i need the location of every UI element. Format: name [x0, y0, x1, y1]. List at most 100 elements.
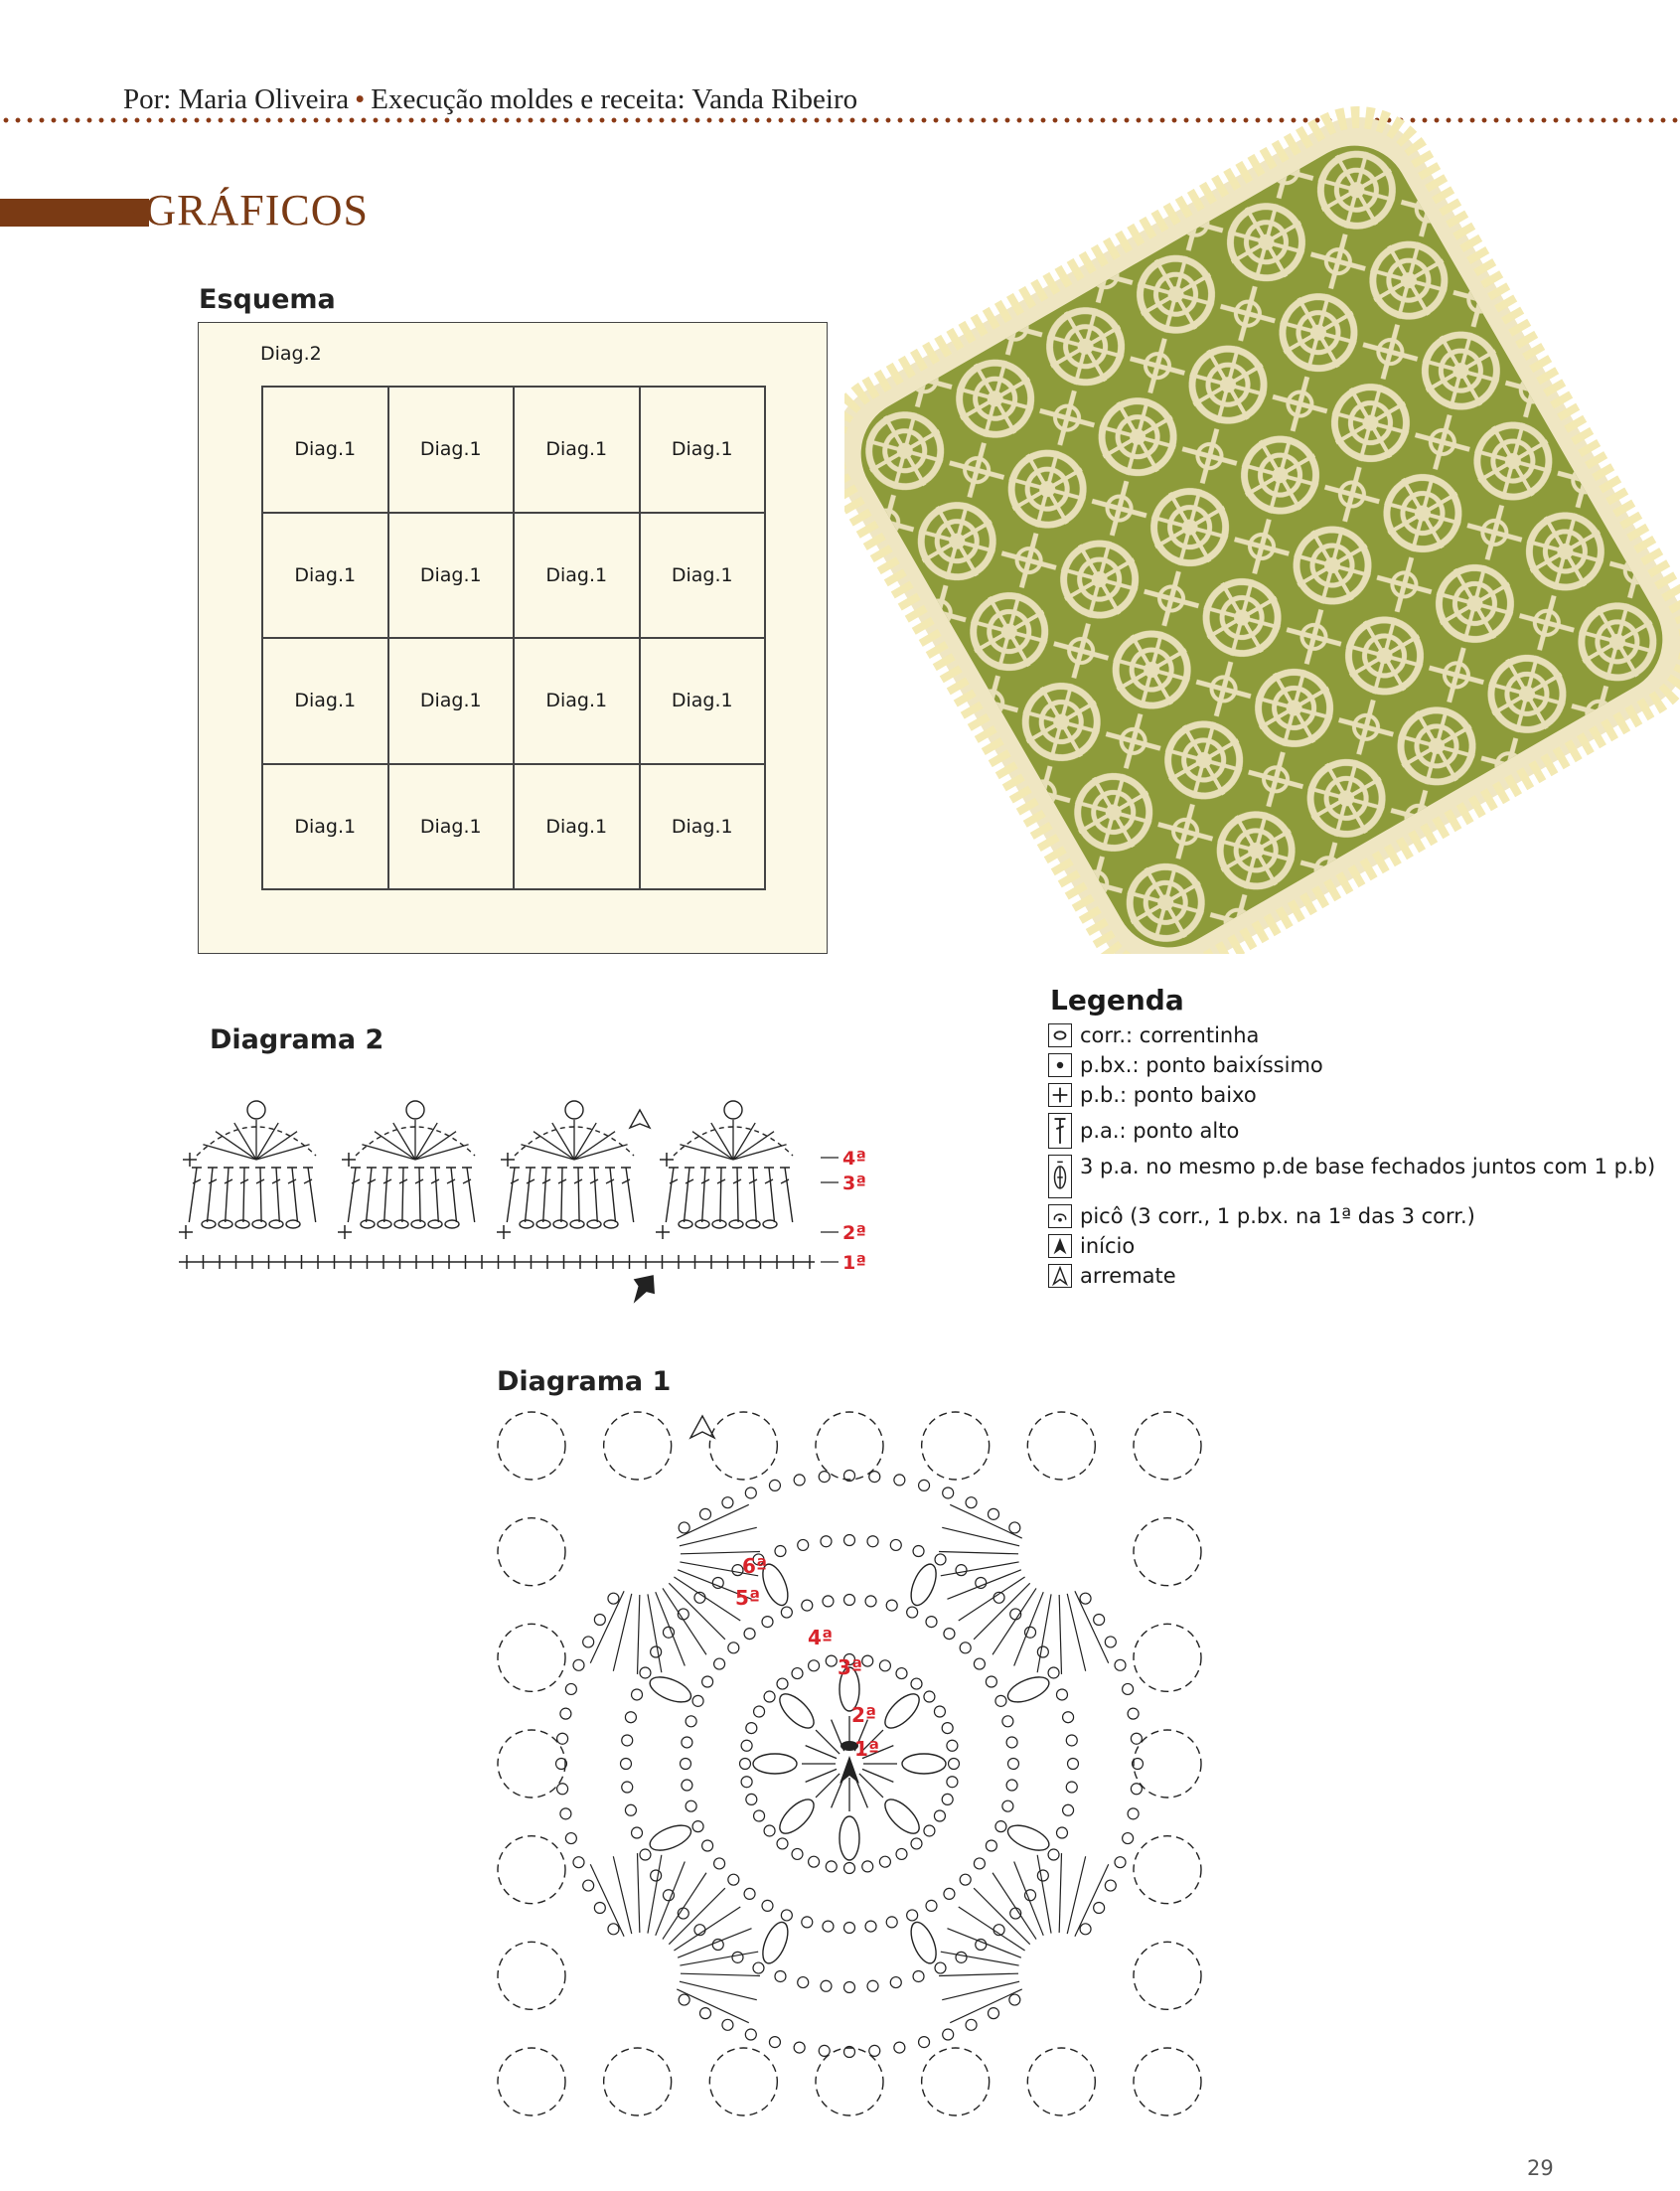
chain-stitch: [820, 1535, 833, 1548]
chain-stitch: [906, 1909, 919, 1922]
chain-stitch: [866, 1535, 879, 1548]
chain-stitch: [1055, 1826, 1069, 1839]
double-crochet-stitch: [365, 1167, 377, 1223]
single-crochet-stitch: [656, 1225, 670, 1239]
legend-text: início: [1080, 1234, 1136, 1258]
diagram1-title: Diagrama 1: [497, 1366, 672, 1397]
row-label: 4ª: [842, 1148, 866, 1170]
chain-stitch: [268, 1219, 284, 1229]
chain-stitch: [743, 1627, 756, 1641]
cluster-stitch: [752, 1753, 798, 1775]
chain-stitch: [552, 1219, 568, 1229]
chain-stitch: [234, 1219, 250, 1229]
legend-text: arremate: [1080, 1264, 1176, 1288]
cluster-stitch: [779, 1799, 815, 1834]
fan-stitch: [255, 1122, 279, 1161]
chain-loop: [1133, 1516, 1202, 1587]
cluster-stitch: [649, 1824, 692, 1851]
chain-stitch: [985, 1675, 997, 1688]
scheme-cell: Diag.1: [514, 512, 640, 638]
picot-stitch: [723, 1100, 743, 1120]
chain-stitch: [564, 1831, 577, 1845]
double-crochet-stitch: [764, 1167, 776, 1223]
center-ring: [840, 1741, 858, 1751]
chain-stitch: [712, 1857, 726, 1870]
chain-stitch: [780, 1909, 793, 1922]
chain-stitch: [556, 1783, 569, 1796]
chain-stitch: [934, 1961, 947, 1974]
chain-stitch: [712, 1657, 726, 1670]
section-title: ɷGRÁFICOS: [117, 185, 369, 235]
chain-loop: [920, 1411, 991, 1481]
single-crochet-stitch: [338, 1225, 352, 1239]
chain-stitch: [818, 2044, 831, 2057]
double-crochet-stitch: [430, 1167, 440, 1223]
start-arrow-icon: [1048, 1234, 1072, 1258]
cluster-stitch: [839, 1666, 860, 1712]
chain-stitch: [797, 1538, 810, 1552]
chain-stitch: [1093, 1901, 1106, 1915]
chain-stitch: [727, 1642, 740, 1654]
chain-loop: [497, 1411, 566, 1481]
double-crochet-stitch: [1058, 1853, 1063, 1934]
chain-stitch: [943, 1887, 956, 1901]
chain-loop: [1133, 1623, 1202, 1693]
chain-stitch: [763, 1690, 776, 1703]
credit-execution: Execução moldes e receita: Vanda Ribeiro: [371, 83, 858, 115]
double-crochet-stitch: [679, 1980, 757, 2001]
chain-stitch: [731, 1951, 744, 1963]
chain-stitch: [711, 1938, 724, 1952]
chain-stitch: [1114, 1658, 1127, 1671]
chain-stitch: [1006, 1757, 1020, 1771]
chain-stitch: [1061, 1711, 1075, 1724]
scheme-diagram: Diag.2 Diag.1 Diag.1 Diag.1 Diag.1 Diag.…: [198, 322, 828, 954]
double-crochet-stitch: [647, 1594, 663, 1673]
chain-stitch: [943, 1627, 956, 1641]
legend-item: picô (3 corr., 1 p.bx. na 1ª das 3 corr.…: [1048, 1204, 1664, 1228]
legend-item: p.bx.: ponto baixíssimo: [1048, 1053, 1664, 1077]
single-crochet-stitch: [342, 1153, 356, 1167]
chain-stitch: [701, 1675, 714, 1688]
chain-stitch: [685, 1715, 697, 1728]
fan-motif: [342, 1100, 476, 1167]
chain-stitch: [1036, 1645, 1049, 1658]
chain-stitch: [923, 1690, 936, 1703]
chain-stitch: [842, 1533, 856, 1547]
cluster-stitch: [762, 1921, 789, 1964]
chain-loop: [1133, 1729, 1202, 1799]
double-crochet-stitch: [1066, 1593, 1087, 1671]
slip-stitch-icon: [1048, 1053, 1072, 1077]
chain-loop: [708, 2047, 779, 2116]
legend-text: p.bx.: ponto baixíssimo: [1080, 1053, 1323, 1077]
double-crochet-stitch: [398, 1167, 408, 1223]
chain-stitch: [1009, 1608, 1022, 1621]
chain-stitch: [582, 1879, 595, 1892]
chain-stitch: [444, 1219, 460, 1229]
chain-stitch: [842, 1861, 856, 1875]
chain-stitch: [621, 1781, 634, 1794]
double-crochet-stitch: [589, 1167, 599, 1223]
chain-stitch: [711, 1219, 727, 1229]
double-crochet-stitch: [732, 1167, 742, 1223]
chain-stitch: [1008, 1521, 1021, 1534]
scheme-cell: Diag.1: [262, 512, 388, 638]
chain-stitch: [677, 1608, 689, 1621]
double-crochet-stitch: [949, 1988, 1023, 2024]
picot-stitch: [246, 1100, 266, 1120]
double-crochet-stitch: [973, 1582, 1031, 1641]
chain-loop: [1133, 1834, 1202, 1905]
cluster-stitch: [649, 1676, 692, 1703]
chain-stitch: [942, 2028, 955, 2041]
chain-stitch: [360, 1219, 376, 1229]
chain-loop: [497, 1729, 566, 1799]
double-crochet-stitch: [853, 1776, 868, 1808]
finish-arrow-icon: [688, 1414, 716, 1440]
chain-stitch: [985, 1839, 997, 1852]
credits-line: Por: Maria Oliveira•Execução moldes e re…: [123, 83, 857, 116]
row-label: 2ª: [842, 1222, 866, 1244]
diagram2-title: Diagrama 2: [210, 1024, 384, 1055]
chain-stitch: [923, 1824, 936, 1837]
chain-stitch: [776, 1677, 789, 1690]
chain-stitch: [554, 1757, 568, 1771]
